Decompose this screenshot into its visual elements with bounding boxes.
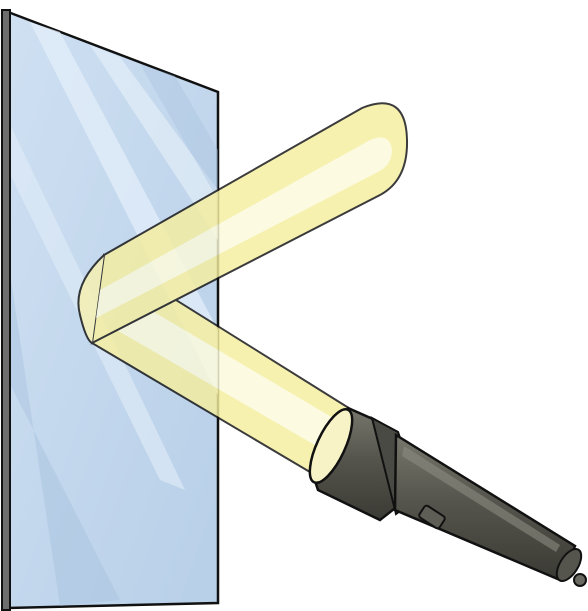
flashlight-tail-ring: [574, 574, 586, 586]
mirror-frame: [2, 10, 10, 610]
flashlight-icon: [301, 404, 586, 586]
